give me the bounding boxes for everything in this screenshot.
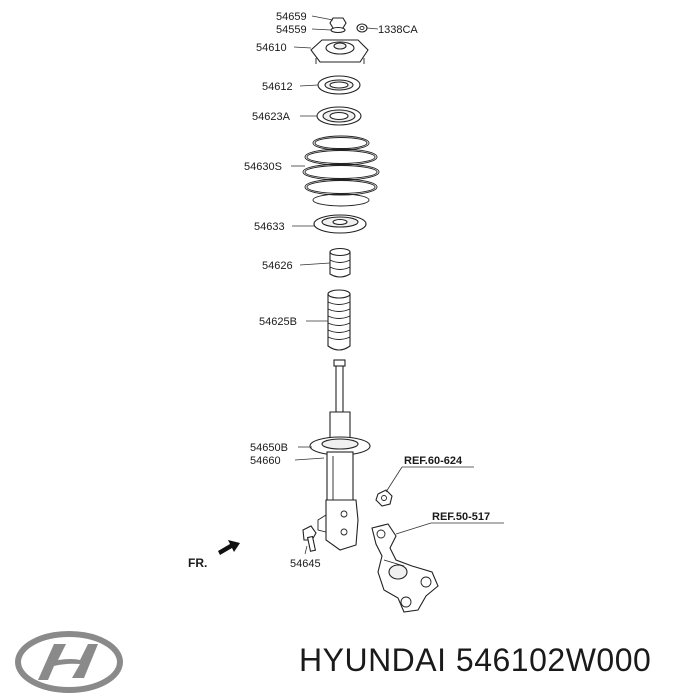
label-54630s: 54630S bbox=[244, 161, 282, 173]
stabilizer-nut bbox=[375, 489, 393, 507]
label-1338ca: 1338CA bbox=[378, 24, 418, 36]
label-54645: 54645 bbox=[290, 558, 321, 570]
hyundai-logo-icon bbox=[15, 631, 123, 693]
label-54623a: 54623A bbox=[252, 111, 291, 123]
mount-bolt bbox=[302, 525, 317, 552]
label-54610: 54610 bbox=[256, 42, 287, 54]
label-54626: 54626 bbox=[262, 260, 293, 272]
label-54633: 54633 bbox=[254, 221, 285, 233]
leader-lines bbox=[291, 15, 504, 555]
front-direction-label: FR. bbox=[188, 556, 207, 570]
label-54625b: 54625B bbox=[259, 316, 297, 328]
strut-mount bbox=[310, 39, 369, 64]
label-54559: 54559 bbox=[276, 24, 307, 36]
ref-label-50-517: REF.50-517 bbox=[432, 511, 490, 523]
front-direction-arrow-icon bbox=[218, 540, 240, 555]
label-54660: 54660 bbox=[250, 455, 281, 467]
label-54650b: 54650B bbox=[250, 442, 288, 454]
steering-knuckle bbox=[371, 523, 439, 613]
label-54612: 54612 bbox=[262, 81, 293, 93]
washer-1338ca bbox=[356, 23, 368, 33]
brand-part-number: HYUNDAI 546102W000 bbox=[299, 642, 652, 678]
label-54659: 54659 bbox=[276, 11, 307, 23]
dust-boot bbox=[327, 289, 351, 351]
spring-pad bbox=[313, 214, 367, 234]
ref-label-60-624: REF.60-624 bbox=[404, 455, 463, 467]
bearing bbox=[317, 75, 361, 95]
shock-absorber bbox=[309, 359, 371, 551]
bump-stop bbox=[329, 247, 351, 278]
upper-spring-seat bbox=[316, 106, 362, 126]
coil-spring bbox=[302, 135, 380, 207]
